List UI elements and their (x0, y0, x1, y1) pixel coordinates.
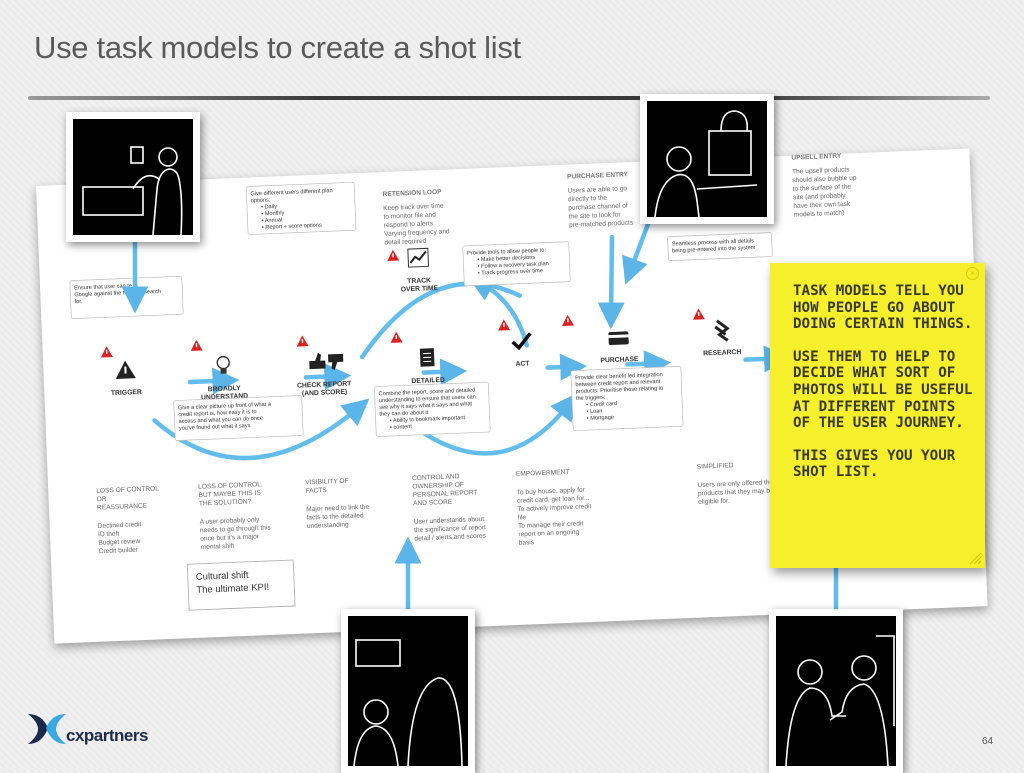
cxpartners-logo-icon (28, 714, 66, 744)
slide-title: Use task models to create a shot list (34, 30, 521, 65)
photo-customer-at-desk (640, 94, 774, 224)
resize-grip-icon (969, 552, 982, 565)
photo-receptionist (66, 112, 200, 242)
close-icon[interactable]: × (966, 267, 979, 280)
sticky-paragraph: Task models tell you how people go about… (793, 283, 973, 333)
photo-handshake (769, 609, 903, 773)
title-divider (28, 96, 990, 100)
page-number: 64 (982, 736, 994, 747)
logo-text: cxpartners (66, 726, 148, 745)
handshake-image (776, 616, 896, 766)
receptionist-image (73, 119, 193, 235)
sticky-paragraph: Use them to help to decide what sort of … (793, 348, 973, 432)
sticky-paragraph: This gives you your shot list. (793, 447, 956, 481)
sticky-note: × Task models tell you how people go abo… (770, 263, 985, 568)
couple-image (348, 616, 468, 766)
customer-image (647, 101, 767, 217)
photo-couple-reviewing (341, 609, 475, 773)
